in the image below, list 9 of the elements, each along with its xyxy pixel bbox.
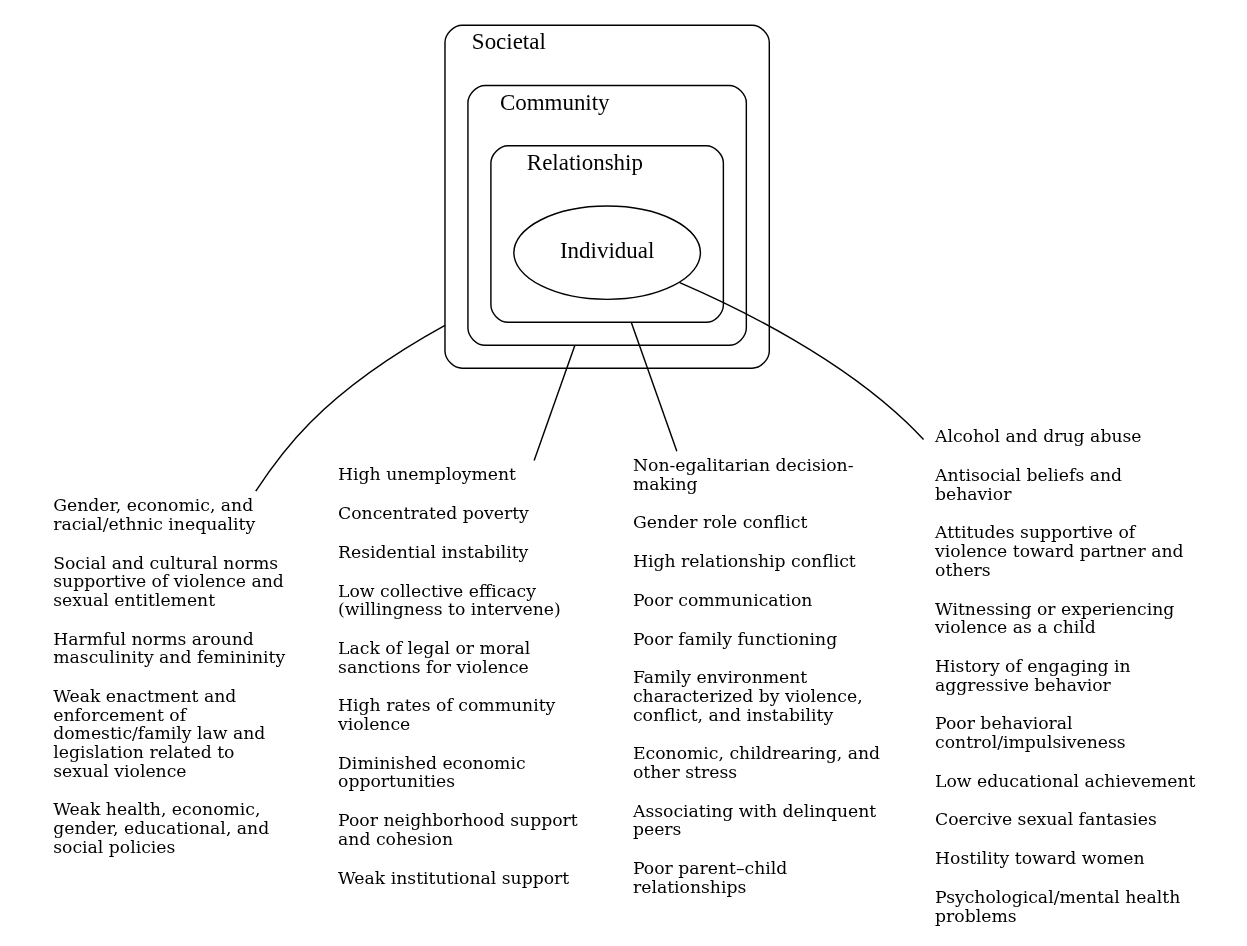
connector xyxy=(678,281,924,441)
node-text: Non-egalitarian decision-making Gender role conflict High relationship conflict Poor communication Poor family functioning Family environment characterized by violence, conflict, and instability Economic, childrearing, and other stress Associating with delinquent peers Poor parent–child relationships xyxy=(632,454,880,897)
node-ellipse: Individual xyxy=(512,205,701,301)
node-text: Gender, economic, and racial/ethnic inequality Social and cultural norms supportive of violence and sexual entitlement Harmful norms around masculinity and femininity Weak enactment and enforcement of domestic/family law and legislation related to sexual violence Weak health, economic, gender, educational, and social policies xyxy=(52,495,285,857)
connector xyxy=(532,344,576,462)
connector xyxy=(254,324,446,492)
connector xyxy=(630,321,678,452)
node-text: Alcohol and drug abuse Antisocial beliefs and behavior Attitudes supportive of violence toward partner and others Witnessing or experiencing violence as a child History of engaging in aggressive behavior Poor behavioral control/impulsiveness Low educational achievement Coercive sexual fantasies Hostility toward women Psychological/mental health problems xyxy=(934,426,1196,926)
node-text: High unemployment Concentrated poverty Residential instability Low collective efficacy (willingness to intervene) Lack of legal or moral sanctions for violence High rates of community violence Diminished economic opportunities Poor neighborhood support and cohesion Weak institutional support xyxy=(337,464,578,888)
